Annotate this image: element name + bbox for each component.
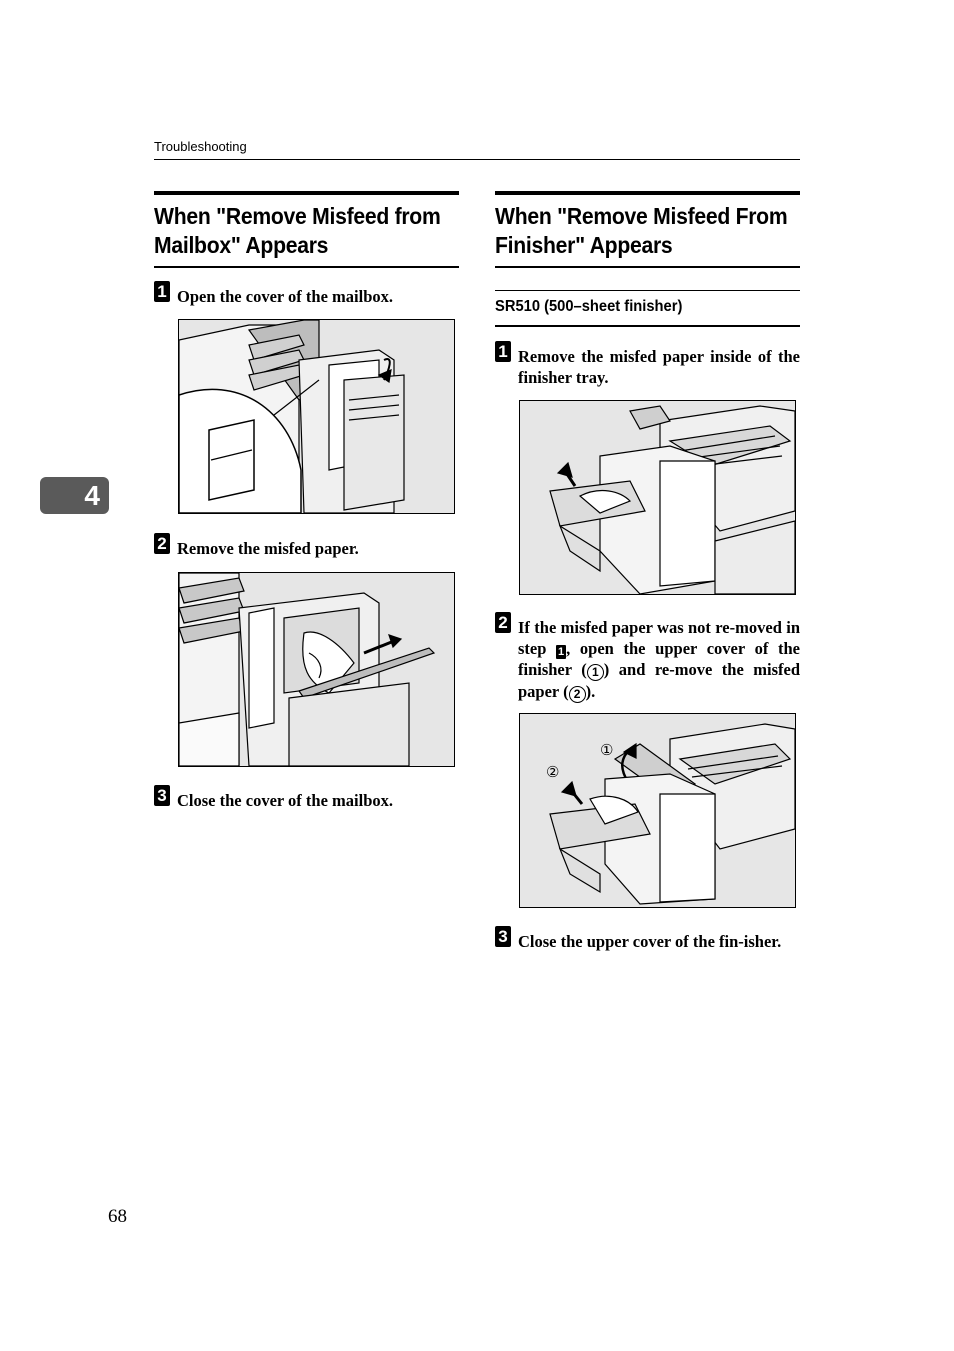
subsection-top-rule: [495, 290, 800, 291]
step-number: 1: [154, 281, 170, 302]
step-number: 2: [154, 533, 170, 554]
callout-1-badge: 1: [586, 664, 604, 681]
chapter-tab: 4: [40, 477, 109, 514]
step-number: 1: [495, 341, 511, 362]
callout-1-label: ①: [600, 742, 613, 759]
step-text: If the misfed paper was not re-moved in …: [518, 617, 800, 703]
section-top-rule: [495, 191, 800, 195]
subsection-bottom-rule: [495, 325, 800, 327]
header-rule: [154, 159, 800, 160]
step-text-fragment: , open the upper cover of the finisher (: [518, 639, 800, 679]
callout-2-badge: 2: [568, 686, 586, 703]
step-text: Close the cover of the mailbox.: [177, 791, 393, 810]
page-number: 68: [108, 1206, 127, 1227]
subsection-title: SR510 (500–sheet finisher): [495, 298, 683, 315]
step-text: Remove the misfed paper inside of the fi…: [518, 347, 800, 387]
step-text: Close the upper cover of the fin-isher.: [518, 932, 782, 951]
running-header: Troubleshooting: [154, 139, 247, 154]
step-text: Open the cover of the mailbox.: [177, 287, 394, 306]
section-title-line: Finisher" Appears: [495, 232, 673, 258]
section-bottom-rule: [495, 266, 800, 268]
step-text-fragment: ) and re-move the misfed paper (: [518, 660, 801, 701]
section-title-mailbox: When "Remove Misfeed from Mailbox" Appea…: [154, 202, 441, 260]
step-number: 3: [154, 785, 170, 806]
section-title-line: When "Remove Misfeed From: [495, 203, 788, 229]
section-title-line: When "Remove Misfeed from: [154, 203, 441, 229]
section-bottom-rule: [154, 266, 459, 268]
step-reference-badge: 1: [556, 645, 567, 659]
remove-misfed-paper-illustration: [178, 572, 455, 767]
section-top-rule: [154, 191, 459, 195]
step-number: 2: [495, 612, 511, 633]
finisher-upper-cover-illustration: ① ②: [519, 713, 796, 908]
section-title-finisher: When "Remove Misfeed From Finisher" Appe…: [495, 202, 788, 260]
finisher-tray-illustration: [519, 400, 796, 595]
step-text: Remove the misfed paper.: [177, 539, 359, 558]
step-text-fragment: ).: [585, 682, 596, 701]
mailbox-open-cover-illustration: [178, 319, 455, 514]
callout-2-label: ②: [546, 764, 559, 781]
step-number: 3: [495, 926, 511, 947]
section-title-line: Mailbox" Appears: [154, 232, 329, 258]
step-text-fragment: If the misfed paper was not re-moved in …: [518, 618, 800, 658]
